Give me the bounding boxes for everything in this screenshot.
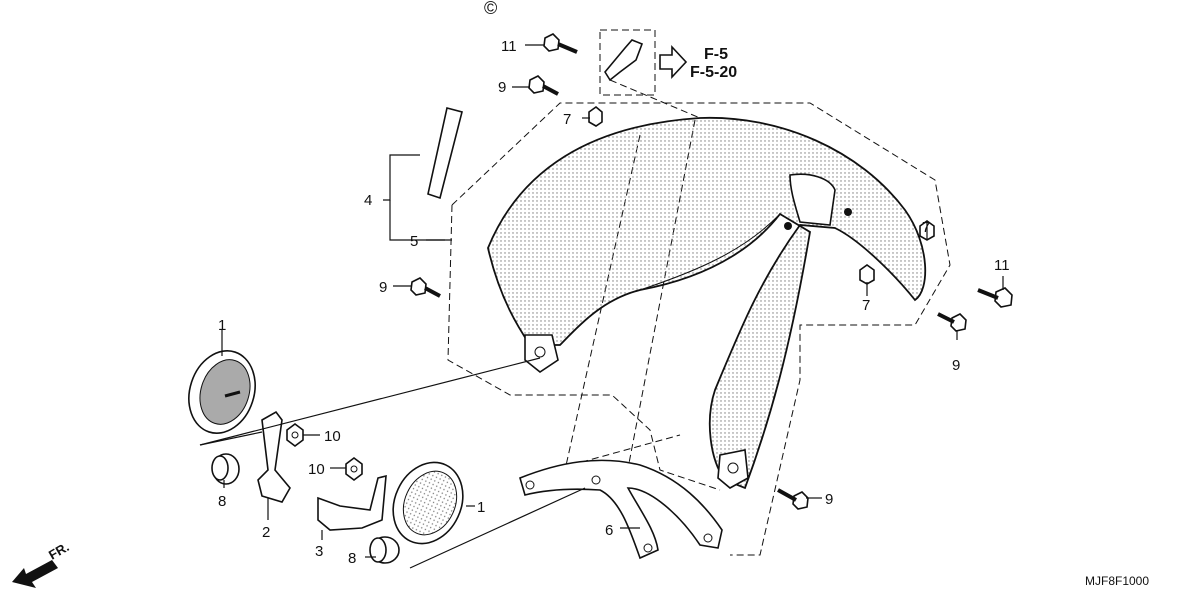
reference-f5-20: F-5-20 — [690, 64, 737, 81]
callout-6: 6 — [605, 522, 613, 539]
callout-labels: 1 1 2 3 4 5 6 7 7 7 7 8 8 9 9 9 9 10 10 … — [218, 38, 1010, 567]
nut-upper — [286, 423, 304, 447]
grommet-upper — [211, 453, 240, 485]
callout-9-left: 9 — [379, 279, 387, 296]
callout-7-right-upper: 7 — [922, 219, 930, 236]
front-fender — [487, 116, 927, 490]
callout-3: 3 — [315, 543, 323, 560]
bolts — [410, 33, 1013, 510]
fender-stay-bracket — [519, 459, 723, 560]
callout-7-top: 7 — [563, 111, 571, 128]
callout-9-bottom: 9 — [825, 491, 833, 508]
reflector-front — [392, 461, 464, 545]
callout-10-lower: 10 — [308, 461, 325, 478]
copyright-mark: © — [484, 0, 497, 18]
nut-lower — [345, 457, 363, 481]
callout-1-front: 1 — [477, 499, 485, 516]
fr-arrow — [12, 560, 58, 588]
reflector-rear — [188, 350, 256, 434]
callout-11-right: 11 — [994, 257, 1010, 274]
reference-clip — [604, 39, 644, 82]
callout-10-upper: 10 — [324, 428, 341, 445]
callout-1-rear: 1 — [218, 317, 226, 334]
reflector-stay-3 — [317, 474, 387, 531]
callout-5: 5 — [410, 233, 418, 250]
callout-2: 2 — [262, 524, 270, 541]
clip-nuts — [588, 105, 935, 285]
callout-11-top: 11 — [501, 38, 517, 55]
grommet-lower — [369, 536, 400, 564]
callout-9-right: 9 — [952, 357, 960, 374]
reflector-stay-2 — [257, 410, 291, 503]
leader-lines — [199, 44, 1004, 569]
fender-trim-strip — [427, 107, 463, 200]
callout-4: 4 — [364, 192, 372, 209]
reference-f5: F-5 — [704, 46, 728, 63]
fr-label: FR. — [46, 539, 72, 562]
callout-7-right-lower: 7 — [862, 297, 870, 314]
callout-8-lower: 8 — [348, 550, 356, 567]
callout-9-top: 9 — [498, 79, 506, 96]
reference-arrow — [659, 44, 688, 80]
drawing-code: MJF8F1000 — [1085, 574, 1149, 588]
callout-8-upper: 8 — [218, 493, 226, 510]
